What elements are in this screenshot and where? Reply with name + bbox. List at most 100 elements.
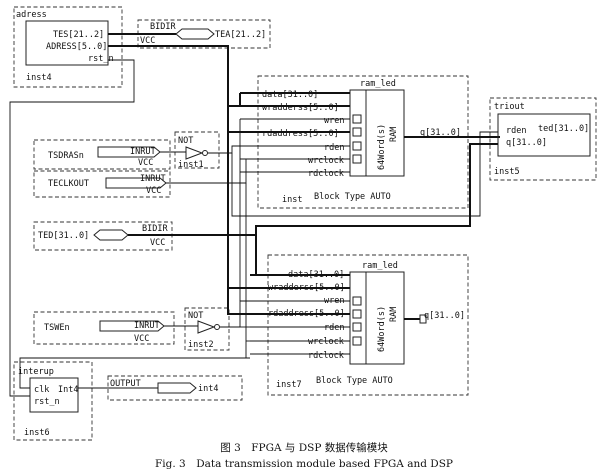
wire-data1 <box>228 93 241 107</box>
tswen-symbol <box>99 320 165 332</box>
ram1-title: ram_led <box>360 79 396 89</box>
interup-port-rst: rst_n <box>34 397 60 407</box>
ted-vcc: VCC <box>150 238 165 248</box>
interup-symbol <box>29 377 79 413</box>
caption-cn: 图 3 FPGA 与 DSP 数据传输模块 <box>220 441 388 454</box>
ram-block-inst7[interactable]: ram_led data[31..0] wradderss[5..0] wren… <box>250 254 469 396</box>
ram2-core: 64Word(s) <box>377 306 387 352</box>
ted-symbol <box>93 229 129 241</box>
adress-port-rst: rst_n <box>88 54 114 64</box>
tsdrasn-input[interactable]: TSDRASn INRUT VCC <box>33 139 171 170</box>
adress-block[interactable]: adress TES[21..2] ADRESS[5..0] rst_n ins… <box>13 6 123 88</box>
ram1-note: Block Type AUTO <box>314 192 391 202</box>
output-port: int4 <box>198 384 218 394</box>
wire-ted-triout <box>255 143 498 235</box>
output-type: OUTPUT <box>110 379 141 389</box>
ram2-port-wrclock: wrclock <box>308 337 344 347</box>
interup-port-int: Int4 <box>58 385 78 395</box>
wire-not2-wren <box>220 300 250 328</box>
ram-block-inst[interactable]: ram_led data[31..0] wradderss[5..0] wren… <box>240 75 500 209</box>
ram2-q-label: q[31..0] <box>424 311 465 321</box>
interup-title: interup <box>18 367 54 377</box>
output-frame <box>107 375 243 401</box>
ram1-core: 64Word(s) <box>377 124 387 170</box>
triout-inst: inst5 <box>494 167 520 177</box>
ram2-q-pin <box>419 314 427 324</box>
not2-triangle <box>197 320 216 334</box>
not1-inst: inst1 <box>178 160 204 170</box>
interup-block[interactable]: interup clk Int4 rst_n inst6 <box>13 361 93 441</box>
ram1-port-rden: rden <box>324 143 344 153</box>
ram2-inst: inst7 <box>276 380 302 390</box>
interup-frame <box>13 361 93 441</box>
output-block[interactable]: OUTPUT int4 <box>107 375 243 401</box>
ram2-note: Block Type AUTO <box>316 376 393 386</box>
wire-clk-down <box>245 183 250 359</box>
teclkout-vcc: VCC <box>146 186 161 196</box>
triout-symbol <box>497 113 591 157</box>
not1-bubble <box>202 150 208 156</box>
ram1-reg-4 <box>352 154 362 164</box>
triout-port-q: q[31..0] <box>506 138 547 148</box>
triout-port-rden: rden <box>506 126 526 136</box>
ram1-core2: RAM <box>389 127 399 142</box>
bidir-top-vcc: VCC <box>140 36 155 46</box>
ted-type: BIDIR <box>142 224 168 234</box>
teclkout-type: INRUT <box>140 174 166 184</box>
not-gate-inst2[interactable]: NOT inst2 <box>184 307 230 351</box>
adress-inst: inst4 <box>26 73 52 83</box>
wires <box>9 33 498 397</box>
caption-en: Fig. 3 Data transmission module based FP… <box>155 458 453 470</box>
wire-clk-interup <box>19 357 246 389</box>
ram1-inst: inst <box>282 195 302 205</box>
teclkout-frame <box>33 170 171 198</box>
teclkout-label: TECLKOUT <box>48 179 89 189</box>
triout-title: triout <box>494 102 525 112</box>
ram2-reg-2 <box>352 309 362 319</box>
ram2-port-rden: rden <box>324 323 344 333</box>
ram2-reg-3 <box>352 322 362 332</box>
wire-clk-wrclock1 <box>166 158 247 184</box>
ted-label: TED[31..0] <box>38 231 89 241</box>
tsdrasn-label: TSDRASn <box>48 151 84 161</box>
ram1-port-wraddr: wradderss[5..0] <box>262 103 339 113</box>
tswen-input[interactable]: TSWEn INRUT VCC <box>33 311 175 345</box>
not-gate-inst1[interactable]: NOT inst1 <box>174 131 220 170</box>
interup-port-clk: clk <box>34 385 49 395</box>
ram1-reg-2 <box>352 127 362 137</box>
teclkout-input[interactable]: TECLKOUT INRUT VCC <box>33 170 171 198</box>
ram2-reg-4 <box>352 336 362 346</box>
not2-inst: inst2 <box>188 340 214 350</box>
tswen-type: INRUT <box>134 321 160 331</box>
ram2-port-rdclock: rdclock <box>308 351 344 361</box>
tswen-vcc: VCC <box>134 334 149 344</box>
wire-rdaddr1 <box>227 106 240 133</box>
ram1-frame <box>257 75 469 209</box>
not2-type: NOT <box>188 311 203 321</box>
wire-not1-triout <box>231 131 498 217</box>
bidir-top-port: TEA[21..2] <box>215 30 266 40</box>
interup-inst: inst6 <box>24 428 50 438</box>
triout-port-ted: ted[31..0] <box>538 124 589 134</box>
wire-rst-loop <box>9 59 135 397</box>
ram2-frame <box>267 254 469 396</box>
ram1-port-rdclock: rdclock <box>308 169 344 179</box>
ram2-title: ram_led <box>362 261 398 271</box>
output-symbol <box>157 382 197 394</box>
not1-type: NOT <box>178 136 193 146</box>
triout-frame <box>489 97 597 181</box>
ram1-port-wren: wren <box>324 116 344 126</box>
wire-ted-data2 <box>128 234 257 276</box>
not2-frame <box>184 307 230 351</box>
triout-block[interactable]: triout rden q[31..0] ted[31..0] inst5 <box>489 97 597 181</box>
tsdrasn-vcc: VCC <box>138 158 153 168</box>
ram2-reg-1 <box>352 296 362 306</box>
tsdrasn-frame <box>33 139 171 170</box>
ram1-port-data: data[31..0] <box>262 90 318 100</box>
adress-port-tes: TES[21..2] <box>53 30 104 40</box>
tswen-frame <box>33 311 175 345</box>
tsdrasn-symbol <box>97 146 161 158</box>
adress-title: adress <box>16 10 47 20</box>
tswen-label: TSWEn <box>44 323 70 333</box>
